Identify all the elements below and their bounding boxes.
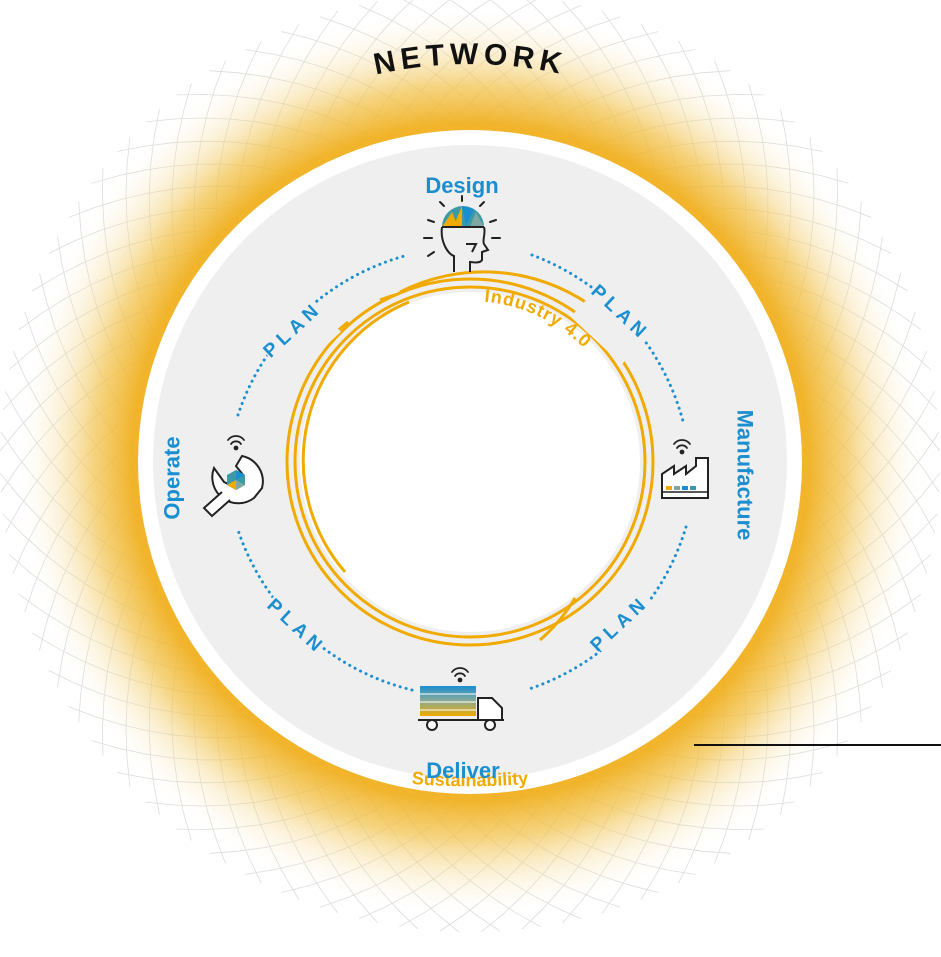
stage-label-deliver: Deliver bbox=[426, 758, 500, 783]
wireless-signal-icon bbox=[227, 435, 245, 451]
inner-arc-left bbox=[301, 300, 410, 573]
stage-label-manufacture: Manufacture bbox=[733, 410, 758, 541]
industry-rings bbox=[285, 270, 655, 647]
factory-icon bbox=[661, 439, 709, 499]
wrench-gear-icon bbox=[202, 435, 264, 518]
delivery-truck-icon bbox=[418, 667, 504, 731]
wireless-signal-icon bbox=[673, 439, 691, 455]
stage-label-operate: Operate bbox=[160, 436, 185, 519]
stage-label-design: Design bbox=[425, 173, 498, 198]
inner-core bbox=[300, 292, 640, 632]
arc-bottom-right bbox=[539, 597, 577, 642]
arc-top bbox=[399, 270, 591, 307]
head-with-lightbulb-icon bbox=[423, 195, 501, 272]
wireless-signal-icon bbox=[451, 667, 469, 683]
sustainability-label: Sustainability bbox=[411, 768, 529, 790]
